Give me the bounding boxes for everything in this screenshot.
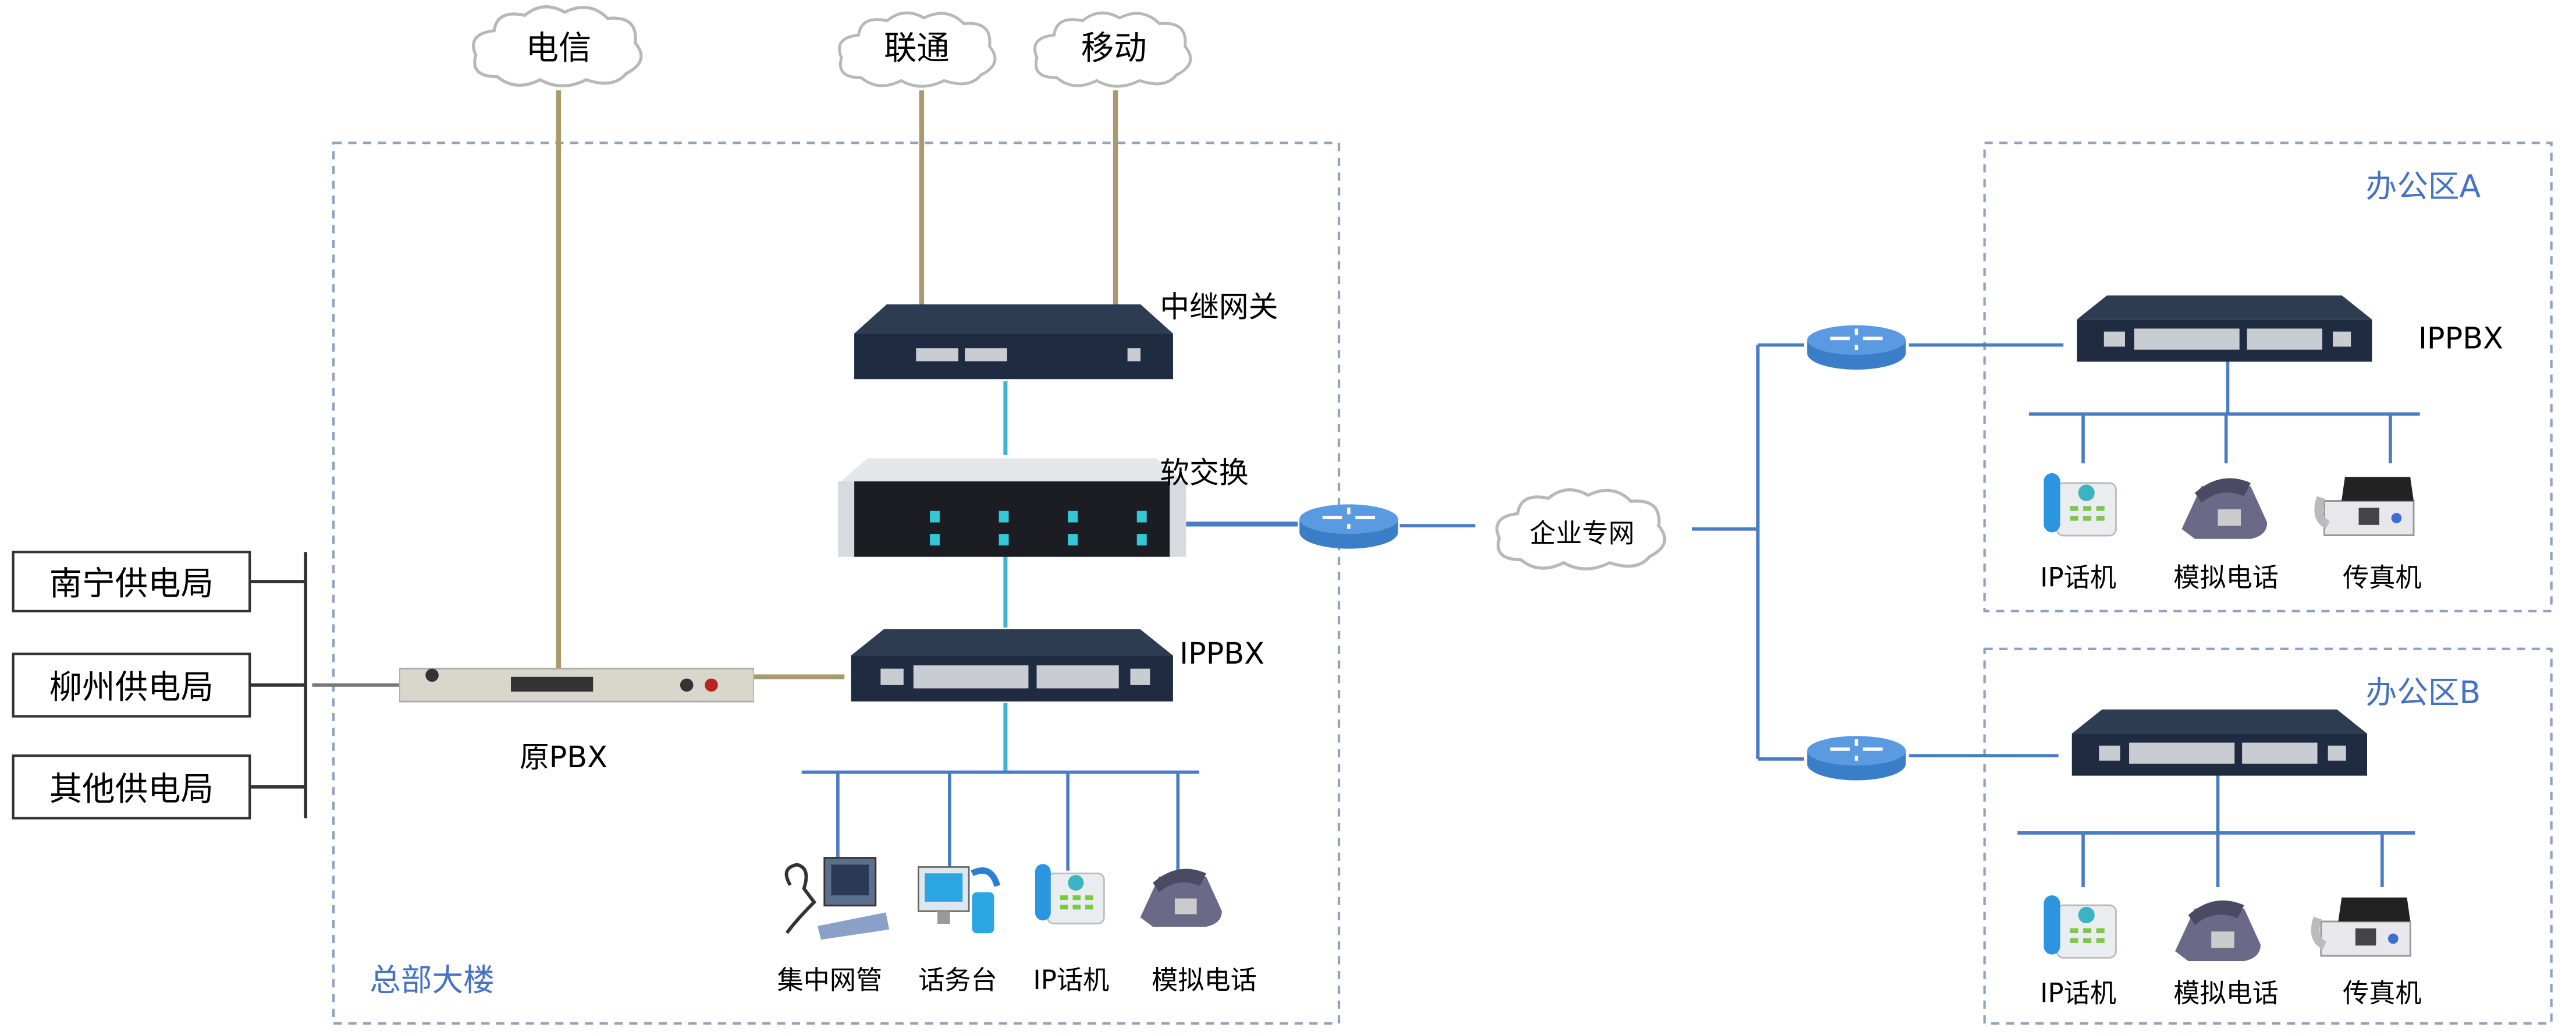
hq-router-icon [1299,504,1398,548]
telecom-label: 电信 [525,30,591,68]
office-a-ippbx-label: IPPBX [2418,321,2503,355]
office-a-label-fax: 传真机 [2343,562,2421,593]
office-b-ip-phone-icon [2042,894,2117,959]
office-b-zone-border [1983,647,2553,1025]
office-b-ippbx-device-icon [2072,709,2367,776]
branch-lines [250,552,400,818]
office-a-zone-label: 办公区A [2366,168,2481,205]
hq-analog-phone-icon [1140,869,1222,927]
terminal-label-analog-phone: 模拟电话 [1152,965,1257,995]
hq-zone-border [332,141,1341,1025]
office-b-label-fax: 传真机 [2343,978,2421,1009]
unicom-label: 联通 [884,30,950,68]
office-b-fax-icon [2315,898,2410,956]
softswitch-server-icon [837,458,1186,557]
softswitch-label: 软交换 [1160,456,1248,490]
operator-console-icon [918,867,997,933]
hq-zone-label: 总部大楼 [369,962,495,998]
branch-boxes [12,551,251,820]
enterprise-network-label: 企业专网 [1530,518,1635,548]
hq-terminal-bus [801,770,1200,871]
office-a-router-icon [1807,325,1906,370]
office-b-label-analog-phone: 模拟电话 [2173,978,2279,1009]
office-a-fax-icon [2319,477,2414,535]
management-pc-icon [787,858,890,940]
office-b-label-ip-phone: IP话机 [2040,978,2116,1009]
office-a-ippbx-device-icon [2077,295,2372,362]
trunk-lines [556,90,1118,679]
office-b-analog-phone-icon [2175,900,2261,961]
terminal-label-console: 话务台 [918,965,997,995]
trunk-gateway-device-icon [854,304,1173,380]
mobile-label: 移动 [1081,30,1147,68]
office-a-analog-phone-icon [2181,478,2268,539]
office-a-zone-border [1983,141,2553,612]
terminal-label-management: 集中网管 [777,965,882,995]
hq-ippbx-device-icon [851,629,1173,702]
trunk-gateway-label: 中继网关 [1160,290,1278,324]
office-a-label-analog-phone: 模拟电话 [2173,562,2279,593]
office-b-router-icon [1807,736,1906,780]
old-pbx-label: 原PBX [520,740,607,774]
branch-other: 其他供电局 [49,770,214,808]
hq-ip-phone-icon [1034,863,1105,924]
branch-liuzhou: 柳州供电局 [49,668,214,706]
branch-nanning: 南宁供电局 [49,565,214,603]
hq-ippbx-label: IPPBX [1179,636,1264,671]
terminal-label-ip-phone: IP话机 [1033,965,1109,995]
wan-lines [1186,343,2420,887]
office-a-label-ip-phone: IP话机 [2040,562,2116,593]
office-b-zone-label: 办公区B [2366,674,2481,711]
office-a-ip-phone-icon [2042,472,2117,537]
old-pbx-device-icon [399,668,754,703]
